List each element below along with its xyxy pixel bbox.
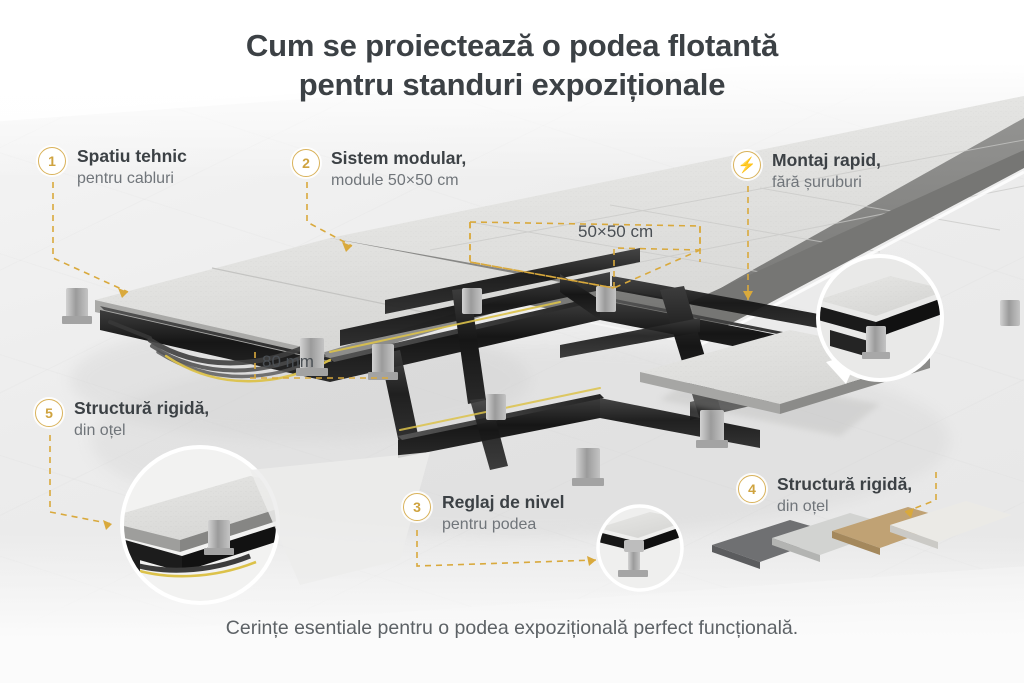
callout-1-line-2: pentru cabluri [77,169,174,187]
page-title: Cum se proiectează o podea flotantă pent… [0,26,1024,104]
callout-1-line-1: Spatiu tehnic [77,146,187,166]
callout-2[interactable]: 2 Sistem modular, module 50×50 cm [292,148,466,191]
title-line-2: pentru standuri expoziționale [298,67,726,103]
callout-5[interactable]: 5 Structură rigidă, din oțel [35,398,209,441]
callout-5-line-2: din oțel [74,421,126,439]
lightning-bolt-icon: ⚡ [733,151,761,179]
callout-1[interactable]: 1 Spatiu tehnic pentru cabluri [38,146,187,189]
callout-badge-5: 5 [35,399,63,427]
callout-badge-3: 3 [403,493,431,521]
callout-montaj-rapid[interactable]: ⚡ Montaj rapid, fără șuruburi [733,150,881,193]
callout-lightning-line-1: Montaj rapid, [772,150,881,170]
callout-badge-1: 1 [38,147,66,175]
callout-3-line-1: Reglaj de nivel [442,492,565,512]
callout-2-line-2: module 50×50 cm [331,171,459,189]
finish-swatches [712,501,1012,569]
callout-5-line-1: Structură rigidă, [74,398,210,418]
dimension-label-floor-height: 80 mm [262,352,314,371]
callout-4-line-1: Structură rigidă, [777,474,913,494]
callout-badge-4: 4 [738,475,766,503]
callout-4[interactable]: 4 Structură rigidă, din oțel [738,474,912,517]
callout-3-line-2: pentru podea [442,515,537,533]
footer-caption: Cerințe esentiale pentru o podea expoziț… [225,617,799,639]
title-line-1: Cum se proiectează o podea flotantă [245,28,779,63]
callout-3[interactable]: 3 Reglaj de nivel pentru podea [403,492,565,535]
callout-badge-2: 2 [292,149,320,177]
callout-4-line-2: din oțel [777,497,829,515]
callout-lightning-line-2: fără șuruburi [772,173,862,191]
dimension-label-tile-size: 50×50 cm [578,222,654,241]
callout-2-line-1: Sistem modular, [331,148,467,168]
